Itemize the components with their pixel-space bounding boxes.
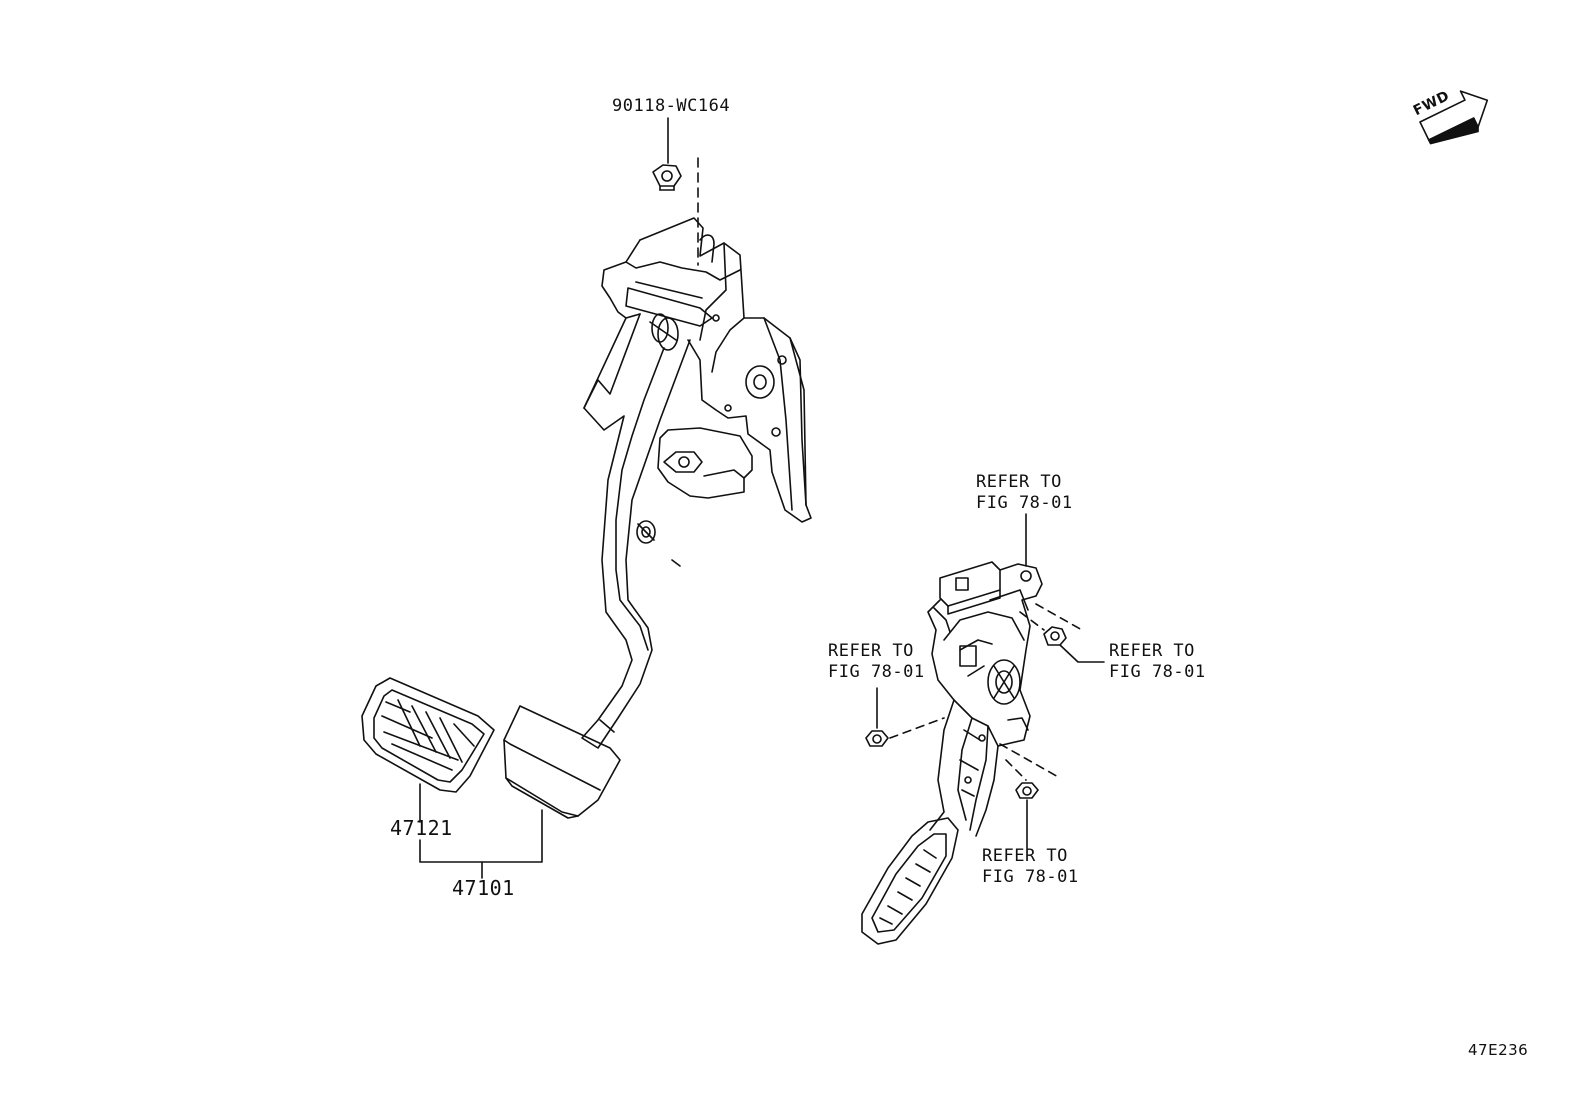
refer-label-top[interactable]: REFER TO FIG 78-01 (976, 472, 1073, 514)
refer-left-line1: REFER TO (828, 641, 914, 661)
refer-label-right[interactable]: REFER TO FIG 78-01 (1109, 641, 1206, 683)
brake-pedal-pad-47101 (504, 706, 620, 818)
refer-right-line2: FIG 78-01 (1109, 662, 1206, 682)
refer-left-line2: FIG 78-01 (828, 662, 925, 682)
pedal-housing (928, 564, 1042, 746)
brake-pedal-arm (582, 314, 690, 748)
pad-part-number[interactable]: 47121 (390, 816, 453, 840)
accelerator-pedal-assembly (862, 514, 1104, 944)
brake-pedal-assembly (362, 118, 811, 878)
refer-right-line1: REFER TO (1109, 641, 1195, 661)
pedal-assy-bracket-line (420, 810, 542, 862)
accelerator-pedal-pad (862, 818, 958, 944)
nut-upper-right (1020, 604, 1104, 662)
fwd-arrow-icon (1416, 82, 1498, 152)
pedal-assy-part-number[interactable]: 47101 (452, 876, 515, 900)
nut-left (866, 688, 944, 746)
nut-part-number[interactable]: 90118-WC164 (612, 96, 731, 116)
refer-label-left[interactable]: REFER TO FIG 78-01 (828, 641, 925, 683)
refer-bottom-line1: REFER TO (982, 846, 1068, 866)
diagram-reference-id: 47E236 (1468, 1041, 1529, 1059)
pedal-pivot (626, 282, 712, 350)
pedal-support-bracket (602, 218, 811, 522)
refer-top-line2: FIG 78-01 (976, 493, 1073, 513)
refer-label-bottom[interactable]: REFER TO FIG 78-01 (982, 846, 1079, 888)
switch-bracket (658, 428, 752, 498)
nut-90118 (653, 165, 681, 190)
refer-bottom-line2: FIG 78-01 (982, 867, 1079, 887)
sensor-connector (934, 562, 1000, 632)
refer-top-line1: REFER TO (976, 472, 1062, 492)
nut-lower (1000, 744, 1060, 848)
pedal-pad-47121 (362, 678, 494, 792)
accelerator-arm (930, 700, 998, 836)
